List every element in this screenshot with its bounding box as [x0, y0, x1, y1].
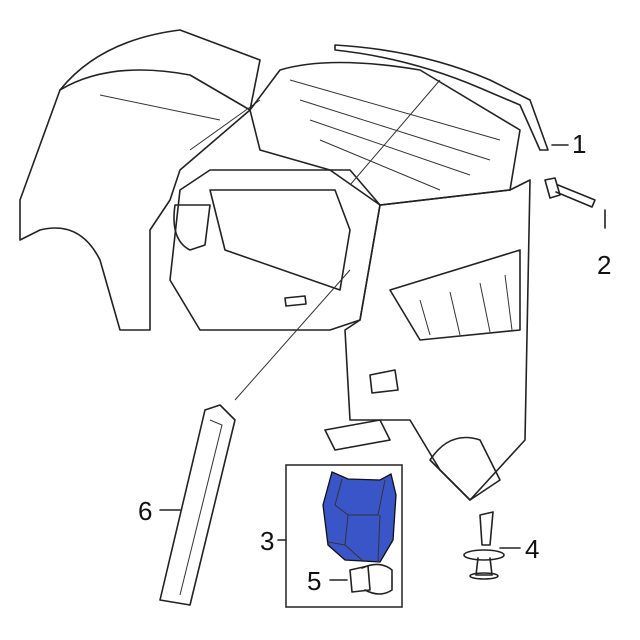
part-1-roof-molding: [334, 44, 549, 151]
callout-2: 2: [597, 250, 612, 280]
truck-body: [19, 29, 531, 501]
callout-6: 6: [138, 496, 153, 526]
part-6-pillar-trim: [159, 404, 236, 606]
callout-3: 3: [260, 526, 275, 556]
callout-4: 4: [525, 534, 540, 564]
part-5-clip: [329, 563, 393, 595]
callout-1: 1: [572, 129, 587, 159]
callout-5: 5: [307, 566, 322, 596]
part-3-callout-box: [285, 464, 403, 608]
part-3-cab-corner-trim: [322, 471, 397, 563]
part-2-rivet: [544, 177, 606, 229]
part-4-push-pin: [463, 511, 521, 580]
